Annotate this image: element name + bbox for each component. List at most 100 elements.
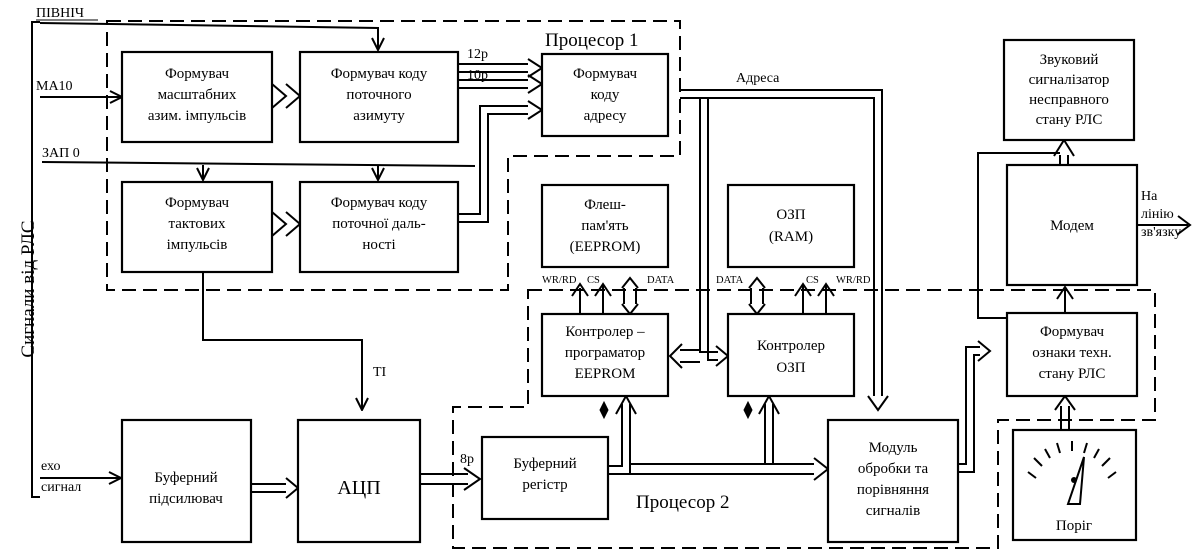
svg-text:Буферний: Буферний — [154, 470, 217, 486]
svg-text:Контролер –: Контролер – — [565, 324, 645, 340]
north-wire — [39, 22, 378, 50]
bus-processing-to-status — [958, 340, 992, 473]
input-signal-label: сигнал — [41, 480, 81, 495]
svg-text:(RAM): (RAM) — [769, 229, 813, 245]
svg-text:Формувач коду: Формувач коду — [331, 66, 428, 82]
svg-text:регістр: регістр — [522, 477, 567, 493]
processor2-region — [452, 289, 1156, 549]
bits-12-label: 12р — [467, 47, 488, 62]
ram-cs-pin-label: CS — [806, 275, 819, 286]
modem-block: Модем — [1005, 163, 1139, 287]
svg-text:АЦП: АЦП — [337, 477, 380, 499]
svg-text:Модем: Модем — [1050, 218, 1094, 234]
svg-text:імпульсів: імпульсів — [167, 237, 228, 253]
svg-text:Буферний: Буферний — [513, 456, 576, 472]
svg-text:адресу: адресу — [584, 108, 627, 124]
threshold-gauge: Поріг — [1011, 428, 1138, 542]
svg-text:тактових: тактових — [169, 216, 226, 232]
svg-text:сигналізатор: сигналізатор — [1029, 72, 1110, 88]
bus-threshold-to-status — [1054, 394, 1076, 430]
svg-text:поточного: поточного — [346, 87, 411, 103]
svg-text:Модуль: Модуль — [869, 440, 918, 456]
bus-modem-to-line — [1137, 215, 1192, 235]
flash-wr-pin-label: WR/RD — [542, 275, 577, 286]
input-north-label: ПІВНІЧ — [36, 6, 84, 21]
svg-text:ознаки техн.: ознаки техн. — [1032, 345, 1111, 361]
processor2-label: Процесор 2 — [636, 492, 729, 513]
processor1-region — [106, 20, 681, 291]
bus-ram-controller — [748, 276, 835, 316]
input-bus-line — [31, 21, 40, 498]
bus-flash-eeprom — [571, 276, 639, 316]
svg-text:Флеш-: Флеш- — [584, 197, 626, 213]
svg-text:азимуту: азимуту — [353, 108, 405, 124]
comm-line-label-3: зв'язку — [1141, 225, 1181, 240]
ram-block: ОЗП (RAM) — [726, 183, 856, 269]
range-code-former-block: Формувач коду поточної даль- ності — [298, 180, 460, 274]
bus-register-to-eeprom — [608, 393, 637, 475]
svg-text:Формувач: Формувач — [573, 66, 638, 82]
svg-text:пам'ять: пам'ять — [581, 218, 628, 234]
svg-text:ОЗП: ОЗП — [776, 360, 805, 376]
svg-text:порівняння: порівняння — [857, 482, 929, 498]
svg-text:коду: коду — [591, 87, 620, 103]
ram-data-pin-label: DATA — [716, 275, 744, 286]
comm-line-label-1: На — [1141, 189, 1158, 204]
ti-wire — [202, 272, 362, 410]
input-ma10-label: МА10 — [36, 79, 73, 94]
flash-data-pin-label: DATA — [647, 275, 675, 286]
svg-text:Формувач: Формувач — [1040, 324, 1105, 340]
bus-amp-to-adc — [251, 477, 300, 499]
bus-azimuth-pulse-to-code — [271, 83, 302, 109]
junction-markers — [599, 400, 753, 420]
wire-status-to-modem-loop — [977, 152, 1060, 319]
svg-text:стану РЛС: стану РЛС — [1039, 366, 1106, 382]
adc-block: АЦП — [296, 418, 422, 544]
svg-text:масштабних: масштабних — [158, 87, 237, 103]
processing-module-block: Модуль обробки та порівняння сигналів — [826, 418, 960, 544]
svg-text:сигналів: сигналів — [866, 503, 920, 519]
bus-eeprom-ram-link — [668, 343, 700, 369]
svg-text:(EEPROM): (EEPROM) — [570, 239, 641, 255]
ram-wr-pin-label: WR/RD — [836, 275, 871, 286]
comm-line-label-2: лінію — [1141, 207, 1174, 222]
svg-text:Формувач коду: Формувач коду — [331, 195, 428, 211]
flash-memory-block: Флеш- пам'ять (EEPROM) — [540, 183, 670, 269]
input-echo-label: ехо — [41, 459, 61, 474]
gauge-ticks-icon — [1027, 441, 1117, 479]
address-label: Адреса — [736, 71, 780, 86]
bits-10-label: 10р — [467, 68, 488, 83]
svg-text:азим. імпульсів: азим. імпульсів — [148, 108, 246, 124]
bus-address-to-controllers — [680, 89, 889, 412]
status-former-block: Формувач ознаки техн. стану РЛС — [1005, 311, 1139, 398]
bus-adc-to-register — [420, 467, 482, 491]
flash-cs-pin-label: CS — [587, 275, 600, 286]
buffer-register-block: Буферний регістр — [480, 435, 610, 521]
input-zap0-label: ЗАП 0 — [42, 146, 80, 161]
bits-8-label: 8р — [460, 452, 474, 467]
clock-pulse-former-block: Формувач тактових імпульсів — [120, 180, 274, 274]
svg-text:EEPROM: EEPROM — [575, 366, 636, 382]
svg-text:Звуковий: Звуковий — [1040, 52, 1099, 68]
svg-text:Формувач: Формувач — [165, 66, 230, 82]
address-code-former-block: Формувач коду адресу — [540, 52, 670, 138]
svg-text:поточної даль-: поточної даль- — [332, 216, 426, 232]
bus-status-to-modem — [1056, 285, 1074, 313]
threshold-label: Поріг — [1056, 518, 1092, 534]
svg-text:обробки та: обробки та — [858, 461, 929, 477]
svg-text:ОЗП: ОЗП — [776, 207, 805, 223]
buffer-amp-block: Буферний підсилювач — [120, 418, 253, 544]
ti-label: ТІ — [373, 365, 387, 380]
svg-text:ності: ності — [362, 237, 395, 253]
bus-range-to-address — [458, 100, 544, 223]
svg-text:несправного: несправного — [1029, 92, 1109, 108]
svg-text:Формувач: Формувач — [165, 195, 230, 211]
ram-controller-block: Контролер ОЗП — [726, 312, 856, 398]
azimuth-code-former-block: Формувач коду поточного азимуту — [298, 50, 460, 144]
side-label: Сигнали від РЛС — [18, 220, 39, 357]
svg-text:Контролер: Контролер — [757, 338, 825, 354]
gauge-pivot-icon — [1071, 477, 1077, 483]
processor1-label: Процесор 1 — [545, 30, 638, 51]
alarm-block: Звуковий сигналізатор несправного стану … — [1002, 38, 1136, 142]
